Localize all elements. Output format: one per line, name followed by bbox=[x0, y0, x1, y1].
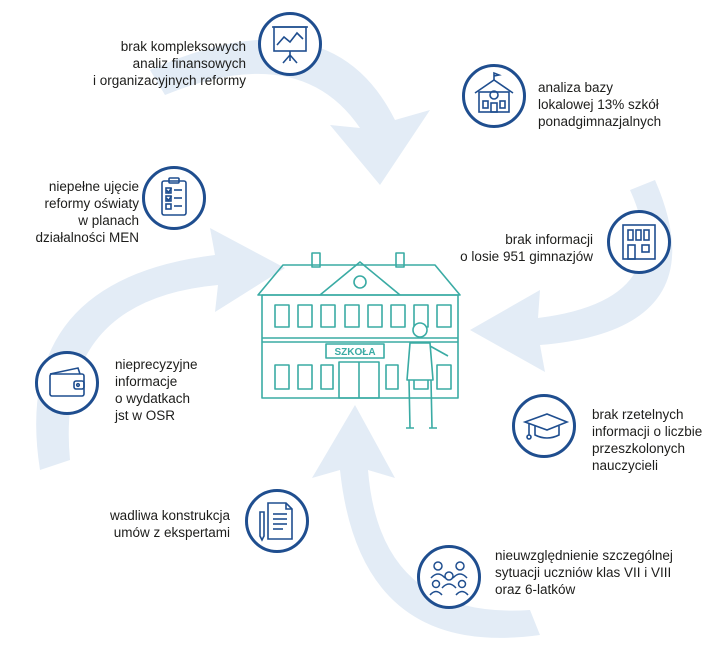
document-pen-icon bbox=[245, 489, 309, 553]
wallet-icon bbox=[35, 351, 99, 415]
people-group-icon bbox=[417, 545, 481, 609]
school-building-icon bbox=[462, 64, 526, 128]
graduation-cap-icon bbox=[512, 394, 576, 458]
cycle-arrow-right bbox=[470, 180, 673, 372]
school-sign: SZKOŁA bbox=[334, 347, 375, 358]
cycle-arrow-left bbox=[36, 228, 285, 470]
cycle-arrow-top bbox=[150, 39, 430, 186]
building-facade-icon bbox=[607, 210, 671, 274]
cycle-arrow-bottom bbox=[312, 405, 540, 638]
presentation-board-icon bbox=[258, 12, 322, 76]
checklist-clipboard-icon bbox=[142, 166, 206, 230]
